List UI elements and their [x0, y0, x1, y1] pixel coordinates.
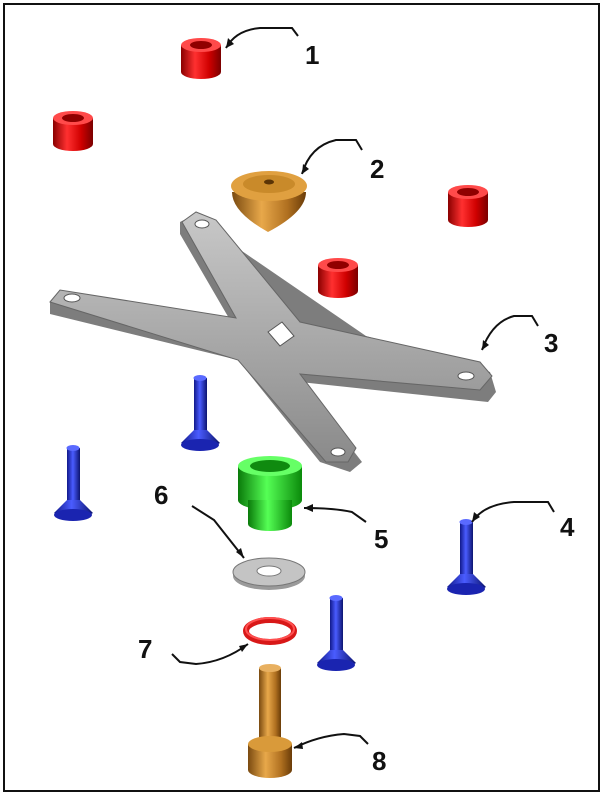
- o-ring: [243, 617, 297, 645]
- callout-labels: 1 2 3 4 5 6 7 8: [138, 40, 575, 776]
- callout-7: 7: [138, 634, 152, 664]
- screw-right: [447, 519, 486, 595]
- green-bushing: [238, 456, 302, 531]
- callout-4: 4: [560, 512, 575, 542]
- callout-6: 6: [154, 480, 168, 510]
- callout-5: 5: [374, 524, 388, 554]
- washer: [232, 557, 306, 590]
- leader-lines: [171, 27, 555, 749]
- screw-left-lower: [54, 445, 93, 521]
- callout-3: 3: [544, 328, 558, 358]
- cap-nut: [231, 171, 307, 232]
- callout-1: 1: [305, 40, 319, 70]
- gold-bolt: [248, 664, 292, 778]
- screw-bottom: [317, 595, 356, 671]
- screw-left-upper: [181, 375, 220, 451]
- spacer-top-center: [181, 38, 221, 79]
- callout-2: 2: [370, 154, 384, 184]
- spacer-right: [448, 185, 488, 227]
- spacer-left: [53, 111, 93, 151]
- cross-plate: [49, 211, 496, 472]
- callout-8: 8: [372, 746, 386, 776]
- spacer-center: [318, 258, 358, 298]
